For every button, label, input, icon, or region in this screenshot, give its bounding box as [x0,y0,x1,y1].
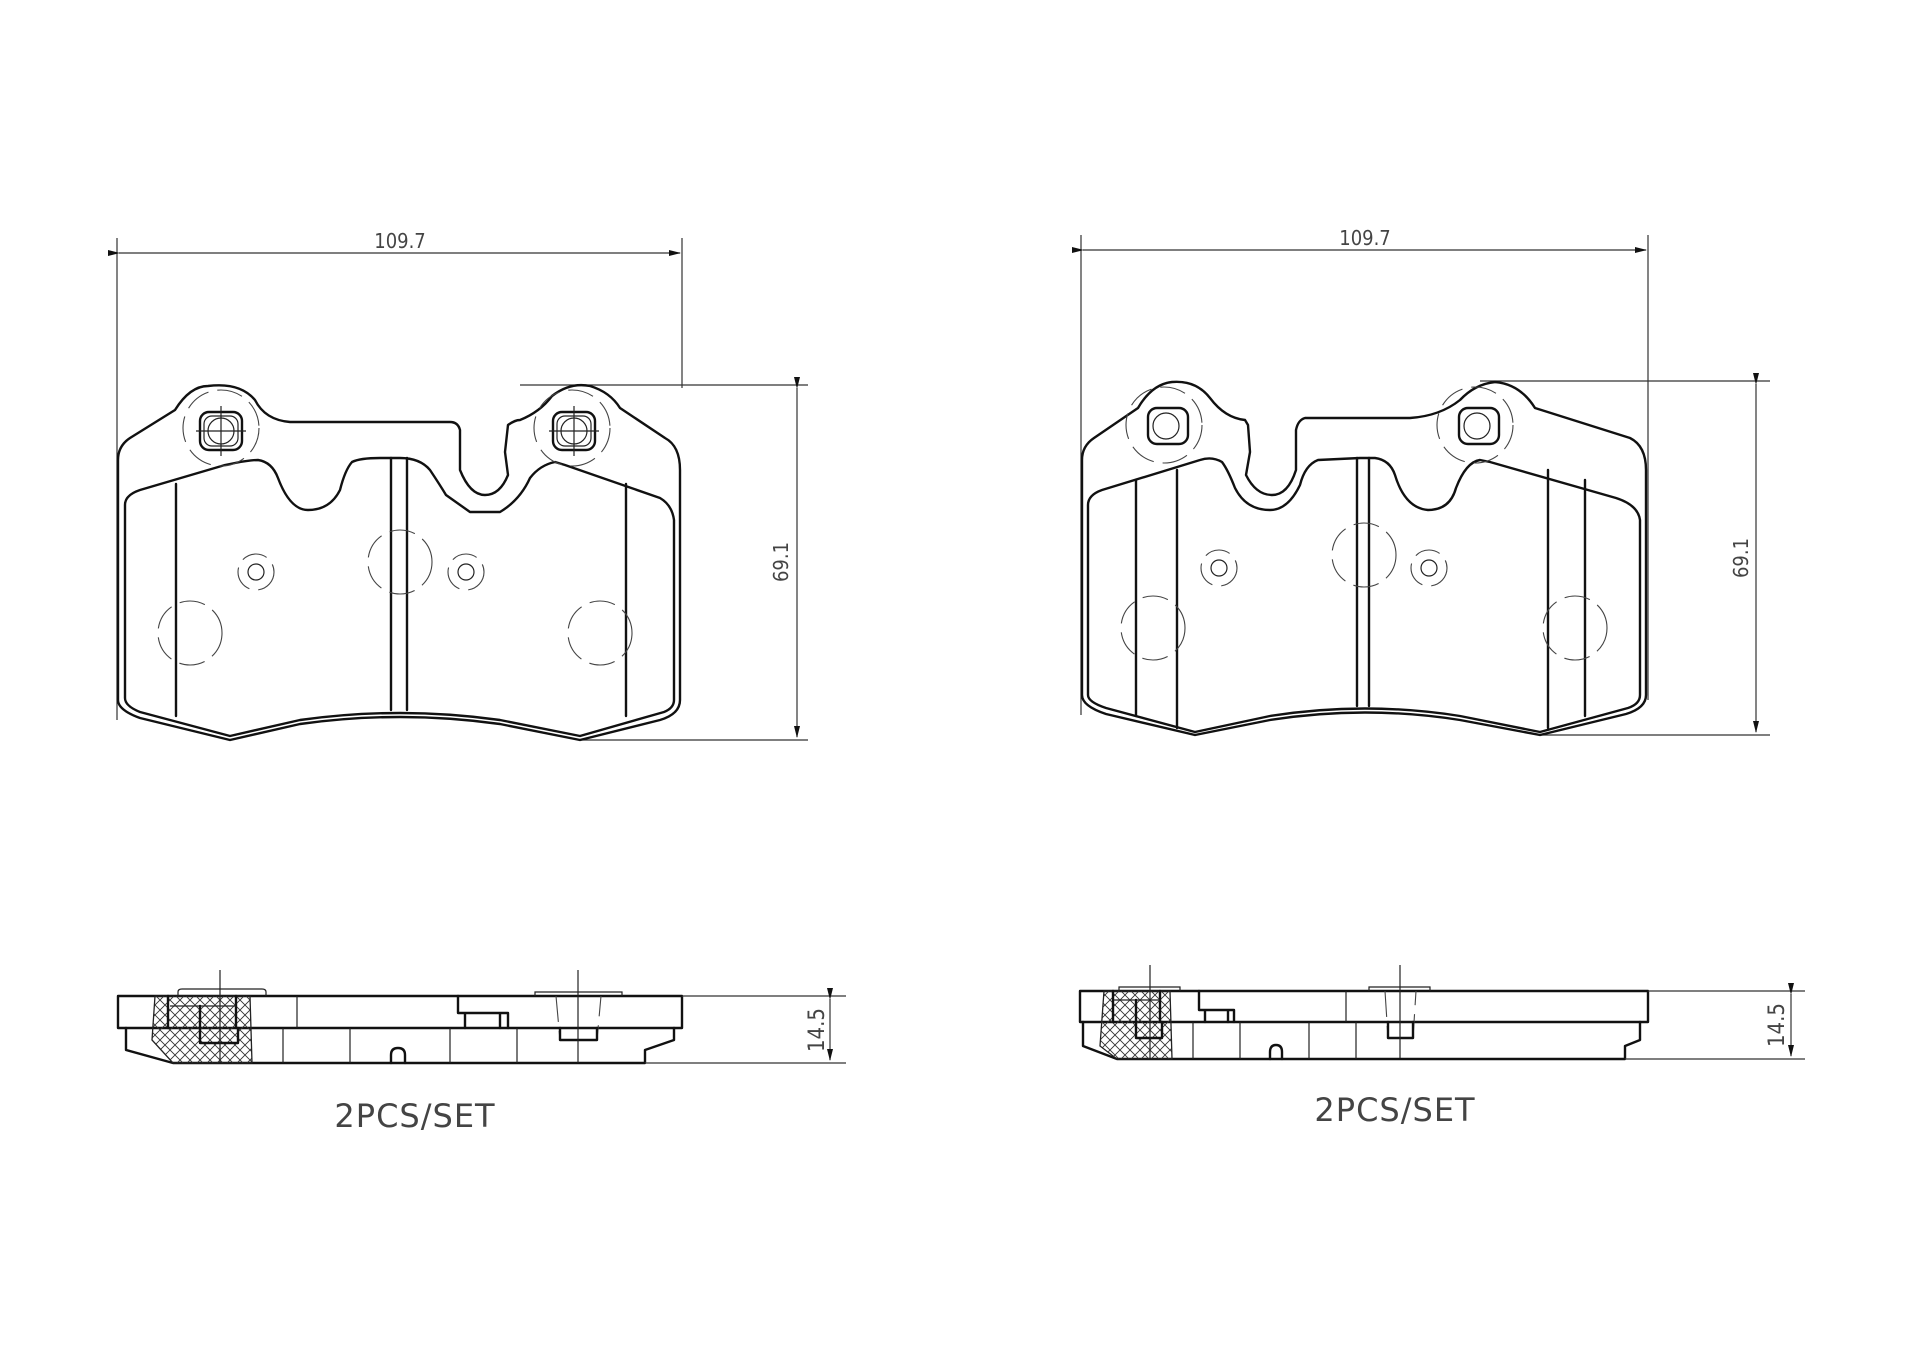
front-view-left [116,383,682,742]
front-view-right [1080,380,1648,737]
height-dimension-right: 69.1 [1480,373,1770,736]
mounting-hole-left-b [533,389,611,467]
quantity-note: 2PCS/SET [1314,1091,1475,1129]
quantity-note: 2PCS/SET [334,1097,495,1135]
mounting-hole-right-b [1436,386,1514,464]
side-view-right: 14.5 [1078,965,1805,1061]
width-dimension-left: 109.7 [108,229,683,720]
thickness-label: 14.5 [1765,1003,1790,1047]
thickness-label: 14.5 [805,1008,830,1052]
height-dimension-left: 69.1 [520,377,808,741]
height-label: 69.1 [1729,538,1753,578]
pad-set-right: 109.7 69.1 [1072,226,1805,1129]
pad-set-left: 109.7 69.1 [108,229,846,1135]
mounting-hole-right-a [1125,386,1203,464]
side-view-left: 14.5 [116,970,846,1065]
height-label: 69.1 [769,542,793,582]
width-label: 109.7 [374,229,426,253]
width-label: 109.7 [1339,226,1391,250]
mounting-hole-left-a [182,389,260,467]
